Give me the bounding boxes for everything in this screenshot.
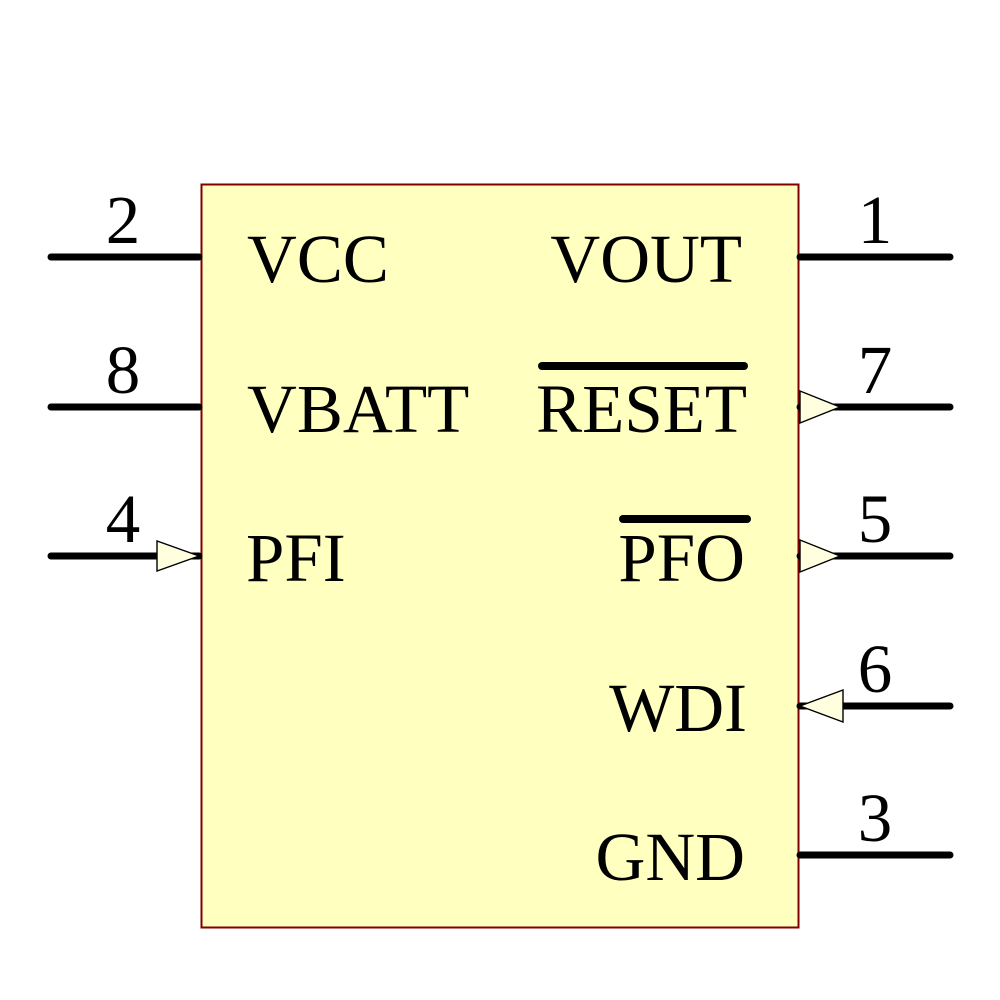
ic-body — [200, 183, 800, 929]
pin-wdi: 6 WDI — [609, 631, 954, 746]
pin-4-number: 4 — [106, 481, 141, 557]
pin-2-number: 2 — [106, 182, 141, 258]
pin-3-number: 3 — [858, 780, 893, 856]
pin-vout: 1 VOUT — [550, 182, 954, 297]
pin-1-number: 1 — [858, 182, 893, 258]
pin-5-number: 5 — [858, 481, 893, 557]
pin-label-pfo: PFO — [618, 520, 745, 596]
pin-8-number: 8 — [106, 332, 141, 408]
pin-vbatt: 8 VBATT — [47, 332, 469, 447]
pin-7-number: 7 — [858, 332, 893, 408]
pin-vcc: 2 VCC — [47, 182, 389, 297]
pin-label-pfi: PFI — [246, 520, 346, 596]
pin-label-vcc: VCC — [247, 221, 389, 297]
pin-label-wdi: WDI — [609, 670, 747, 746]
pin-reset: 7 RESET — [536, 332, 954, 447]
input-arrow-icon — [156, 540, 202, 572]
pin-label-vout: VOUT — [550, 221, 742, 297]
pin-gnd: 3 GND — [596, 780, 954, 895]
pin-6-number: 6 — [858, 631, 893, 707]
pin-pfo: 5 PFO — [618, 481, 954, 596]
output-arrow-icon — [799, 538, 842, 574]
output-arrow-icon — [799, 389, 842, 425]
pin-pfi: 4 PFI — [47, 481, 346, 596]
input-arrow-icon — [797, 688, 844, 724]
pin-label-gnd: GND — [596, 819, 746, 895]
pin-label-vbatt: VBATT — [247, 371, 469, 447]
pin-label-reset: RESET — [536, 371, 747, 447]
